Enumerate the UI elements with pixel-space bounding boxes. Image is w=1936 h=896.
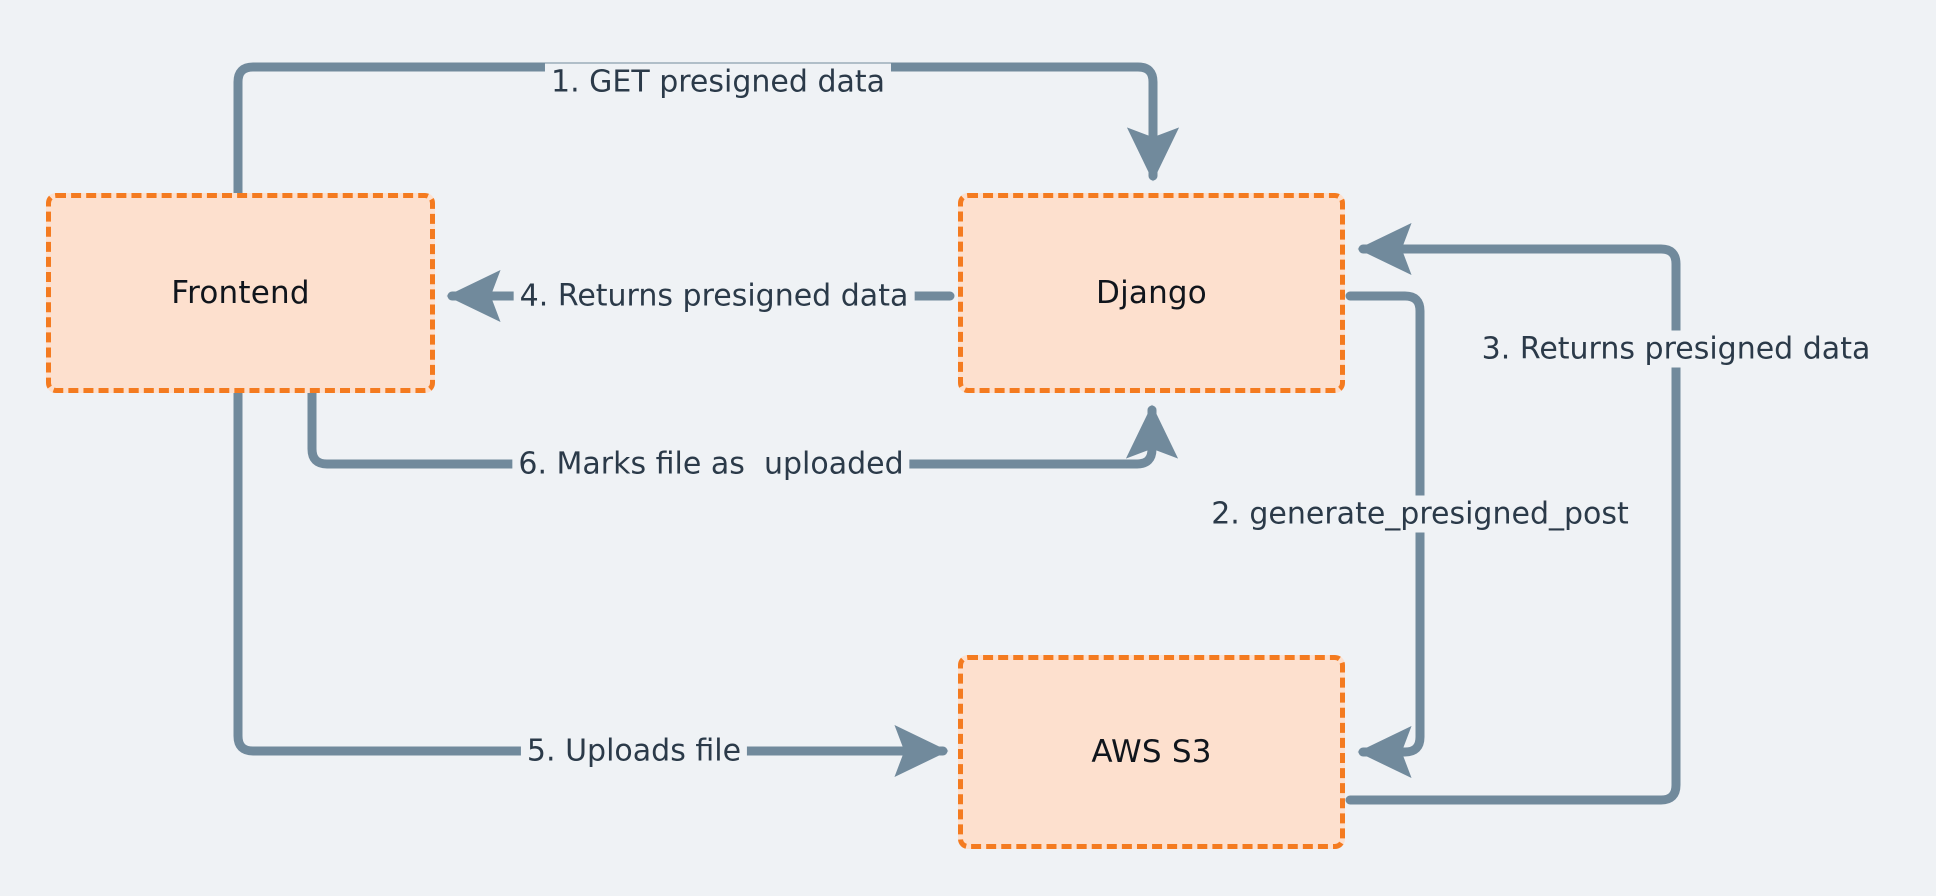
edge-label-3: 3. Returns presigned data [1475, 330, 1877, 368]
edge-label-2: 2. generate_presigned_post [1205, 495, 1635, 533]
edge-path-5 [233, 388, 949, 778]
edge-label-5: 5. Uploads file [520, 732, 748, 770]
node-frontend-label: Frontend [171, 275, 310, 311]
node-django[interactable]: Django [958, 193, 1345, 393]
edge-label-6: 6. Marks file as uploaded [512, 445, 910, 483]
node-django-label: Django [1096, 275, 1207, 311]
edge-label-4: 4. Returns presigned data [513, 277, 915, 315]
edge-label-1: 1. GET presigned data [544, 63, 892, 101]
edge-path-3 [1345, 222, 1681, 805]
node-frontend[interactable]: Frontend [46, 193, 435, 393]
node-aws-s3-label: AWS S3 [1091, 734, 1212, 770]
node-aws-s3[interactable]: AWS S3 [958, 655, 1345, 849]
